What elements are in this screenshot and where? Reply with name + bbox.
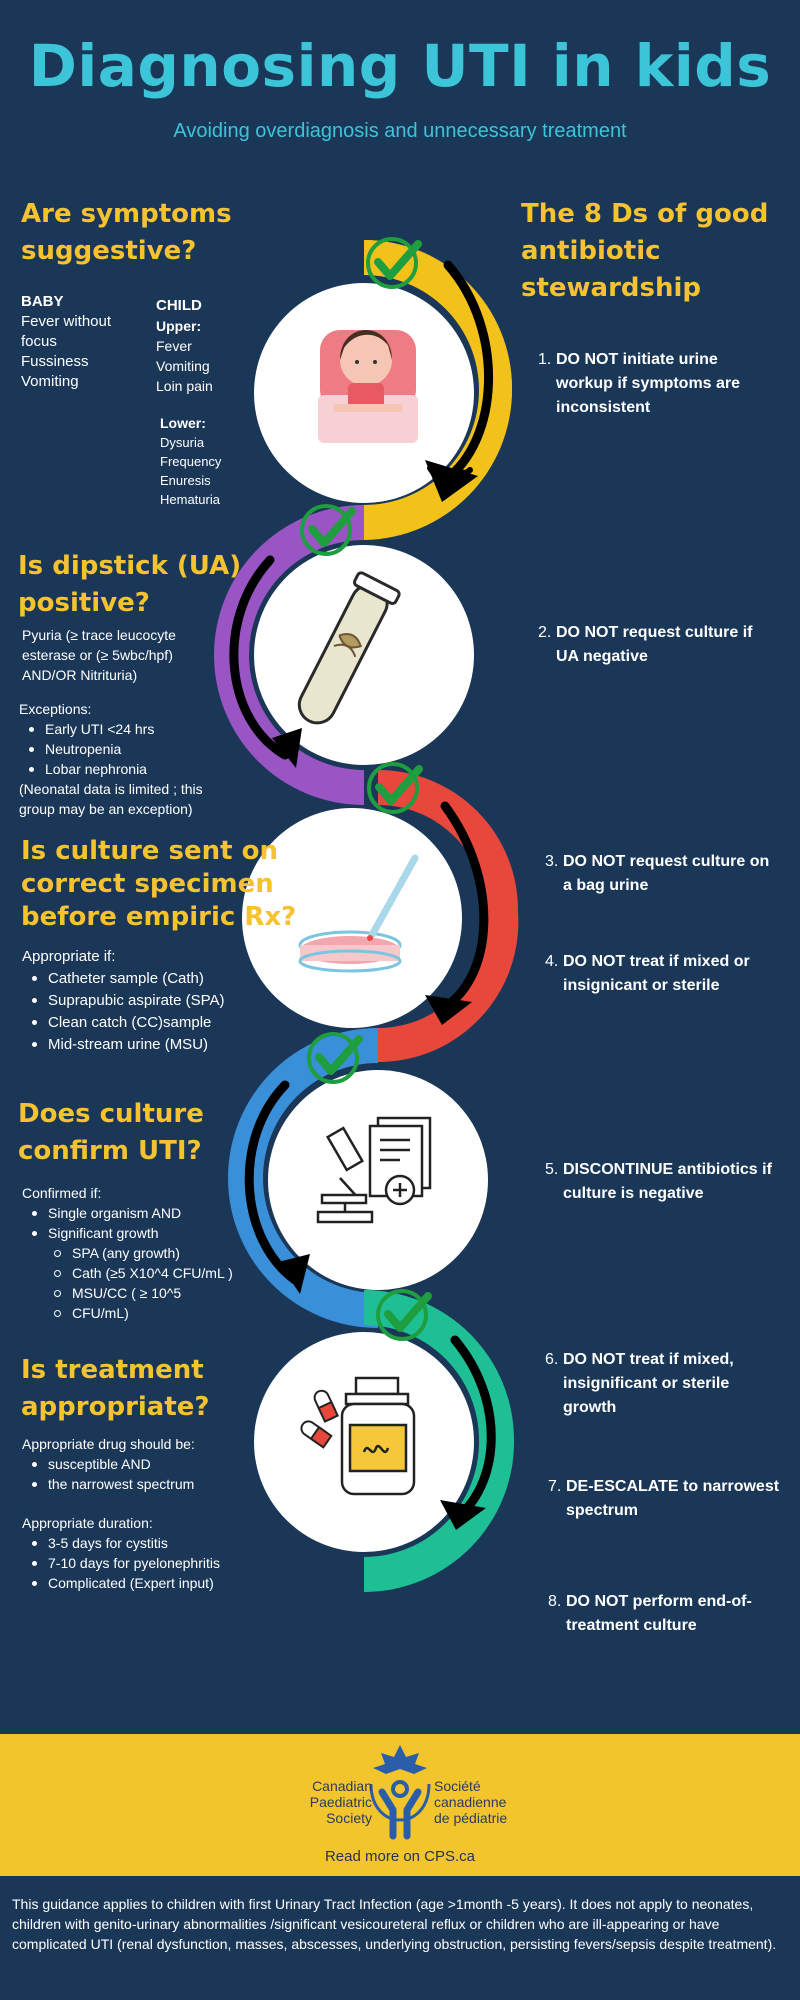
- dipstick-exceptions: Exceptions: Early UTI <24 hrs Neutropeni…: [19, 701, 203, 817]
- list-item: Lobar nephronia: [19, 759, 203, 779]
- step2-heading: Is dipstick (UA) positive?: [18, 551, 242, 618]
- list-item: Early UTI <24 hrs: [19, 719, 203, 739]
- d-item-4: 4. DO NOT treat if mixed or insignicant …: [545, 953, 750, 994]
- step1-heading: Are symptoms suggestive?: [21, 199, 232, 266]
- list-item: 7-10 days for pyelonephritis: [22, 1553, 220, 1573]
- page-title: Diagnosing UTI in kids: [28, 32, 772, 100]
- lower-symptoms: Lower: Dysuria Frequency Enuresis Hematu…: [160, 415, 222, 507]
- child-symptoms: CHILD Upper: Fever Vomiting Loin pain: [156, 297, 213, 394]
- list-item: Complicated (Expert input): [22, 1573, 220, 1593]
- list-item: 3-5 days for cystitis: [22, 1533, 220, 1553]
- d-item-1: 1. DO NOT initiate urine workup if sympt…: [538, 351, 741, 416]
- medicine-bottle-icon: [340, 1376, 416, 1496]
- arrow-4: [244, 1080, 300, 1285]
- baby-symptoms: BABY Fever without focus Fussiness Vomit…: [21, 293, 112, 390]
- flow-artwork: [214, 237, 519, 1593]
- step4-heading: Does culture confirm UTI?: [18, 1099, 204, 1166]
- list-item: MSU/CC ( ≥ 10^5: [22, 1283, 233, 1303]
- microscope-icon: [316, 1116, 432, 1224]
- dipstick-criteria: Pyuria (≥ trace leucocyte esterase or (≥…: [22, 627, 176, 683]
- ring-segment-red: [378, 770, 519, 1063]
- circle-culture: [242, 808, 462, 1028]
- list-item: Cath (≥5 X10^4 CFU/mL ): [22, 1263, 233, 1283]
- arrow-5: [450, 1335, 496, 1520]
- test-tube-icon: [297, 571, 401, 725]
- list-item: susceptible AND: [22, 1454, 195, 1474]
- step3-heading: Is culture sent on correct specimen befo…: [21, 836, 297, 932]
- d-item-6: 6. DO NOT treat if mixed, insignificant …: [545, 1351, 734, 1416]
- d-item-5: 5. DISCONTINUE antibiotics if culture is…: [545, 1161, 772, 1202]
- arrow-2: [229, 555, 290, 760]
- check-icon: [366, 237, 422, 289]
- treatment-duration: Appropriate duration: 3-5 days for cysti…: [22, 1515, 220, 1593]
- list-item: CFU/mL): [22, 1303, 233, 1323]
- logo-text-fr: Société canadienne de pédiatrie: [434, 1778, 508, 1826]
- check-icon: [307, 1032, 363, 1084]
- ds-heading: The 8 Ds of good antibiotic stewardship: [521, 199, 769, 303]
- sick-child-icon: [318, 330, 418, 443]
- petri-dish-icon: [298, 854, 419, 973]
- scope-disclaimer: This guidance applies to children with f…: [12, 1896, 777, 1952]
- d-item-8: 8. DO NOT perform end-of- treatment cult…: [548, 1593, 752, 1634]
- step5-heading: Is treatment appropriate?: [21, 1355, 210, 1422]
- read-more-link[interactable]: Read more on CPS.ca: [324, 1848, 476, 1865]
- list-item: Clean catch (CC)sample: [22, 1012, 224, 1034]
- check-icon: [300, 504, 356, 556]
- list-item: Catheter sample (Cath): [22, 968, 224, 990]
- d-item-2: 2. DO NOT request culture if UA negative: [538, 624, 753, 665]
- check-icon: [367, 762, 423, 814]
- arrow-3: [435, 801, 489, 1015]
- list-item: Significant growth: [22, 1223, 233, 1243]
- d-item-3: 3. DO NOT request culture on a bag urine: [545, 853, 770, 894]
- logo-text-en: Canadian Paediatric Society: [309, 1778, 372, 1826]
- page-subtitle: Avoiding overdiagnosis and unnecessary t…: [173, 120, 627, 142]
- check-icon: [376, 1289, 432, 1341]
- pill-icon: [300, 1389, 340, 1449]
- list-item: SPA (any growth): [22, 1243, 233, 1263]
- list-item: Neutropenia: [19, 739, 203, 759]
- list-item: Mid-stream urine (MSU): [22, 1034, 224, 1056]
- list-item: Single organism AND: [22, 1203, 233, 1223]
- d-item-7: 7. DE-ESCALATE to narrowest spectrum: [548, 1478, 780, 1519]
- list-item: the narrowest spectrum: [22, 1474, 195, 1494]
- culture-criteria: Confirmed if: Single organism AND Signif…: [22, 1185, 233, 1323]
- list-item: Suprapubic aspirate (SPA): [22, 990, 224, 1012]
- cps-logo: Canadian Paediatric Society Société cana…: [0, 1745, 800, 1840]
- treatment-drug: Appropriate drug should be: susceptible …: [22, 1436, 195, 1494]
- specimen-criteria: Appropriate if: Catheter sample (Cath) S…: [22, 946, 224, 1056]
